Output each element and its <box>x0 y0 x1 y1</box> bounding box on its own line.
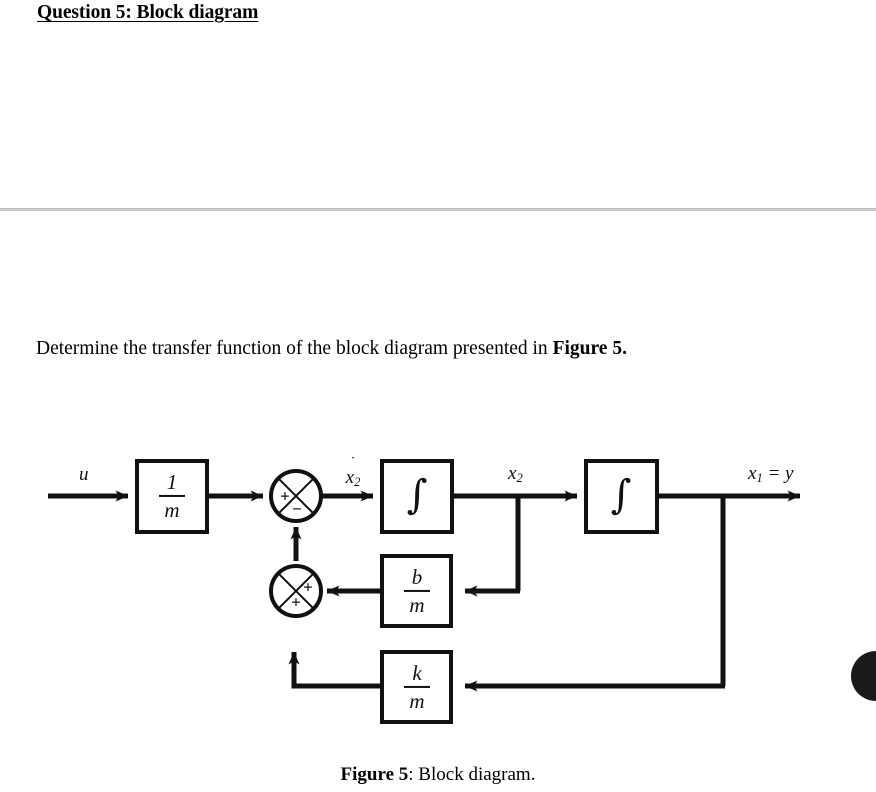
sum1-cross-b <box>277 477 315 515</box>
label-output-x1-equals-y: x1 = y <box>748 464 793 485</box>
section-divider <box>0 208 876 211</box>
label-input-u: u <box>79 464 89 485</box>
integrator-2-symbol: ∫ <box>610 472 632 518</box>
x2-base: x <box>508 463 517 484</box>
gain-k-over-m-denominator: m <box>409 689 425 713</box>
question-prompt: Determine the transfer function of the b… <box>36 338 627 360</box>
x2-subscript: 2 <box>516 471 523 486</box>
xdot2-base: x <box>345 467 355 488</box>
fraction-bar <box>404 590 430 592</box>
sum2-sign-bottom: + <box>291 592 301 612</box>
x1-base: x <box>748 463 757 484</box>
sum2-cross-b <box>277 572 315 610</box>
signal-line-km-to-sum2 <box>288 651 382 689</box>
integrator-1-symbol: ∫ <box>406 472 428 518</box>
x1-subscript: 1 <box>756 471 763 486</box>
gain-b-over-m-denominator: m <box>409 593 425 617</box>
gain-1-over-m-numerator: 1 <box>166 469 178 494</box>
xdot2-dot-accent: ˙ <box>350 455 356 471</box>
block-diagram-svg <box>48 459 801 724</box>
sum2-sign-right: + <box>303 577 313 597</box>
block-integrator-2 <box>584 459 659 534</box>
page-title: Question 5: Block diagram <box>37 2 259 23</box>
gain-k-over-m-label: k m <box>404 662 430 712</box>
gain-1-over-m-denominator: m <box>164 498 180 522</box>
sum1-sign-bottom: − <box>292 499 302 519</box>
prompt-lead-text: Determine the transfer function of the b… <box>36 338 553 359</box>
label-signal-xdot2: ˙x2 <box>345 455 361 490</box>
label-signal-x2: x2 <box>508 464 523 485</box>
block-integrator-1 <box>380 459 454 534</box>
figure-caption: Figure 5: Block diagram. <box>0 764 876 786</box>
fraction-bar <box>159 495 185 497</box>
gain-b-over-m-numerator: b <box>411 564 423 589</box>
x1-equals-y: = y <box>762 463 794 484</box>
sum1-sign-left: + <box>280 486 290 506</box>
gain-k-over-m-numerator: k <box>412 660 422 685</box>
gain-1-over-m-label: 1 m <box>159 471 185 521</box>
prompt-figure-reference: Figure 5. <box>552 338 627 359</box>
gain-b-over-m-label: b m <box>404 566 430 616</box>
xdot2-subscript: 2 <box>354 475 361 490</box>
figure-caption-label: Figure 5 <box>340 764 409 785</box>
fraction-bar <box>404 686 430 688</box>
figure-caption-text: : Block diagram. <box>408 764 536 785</box>
